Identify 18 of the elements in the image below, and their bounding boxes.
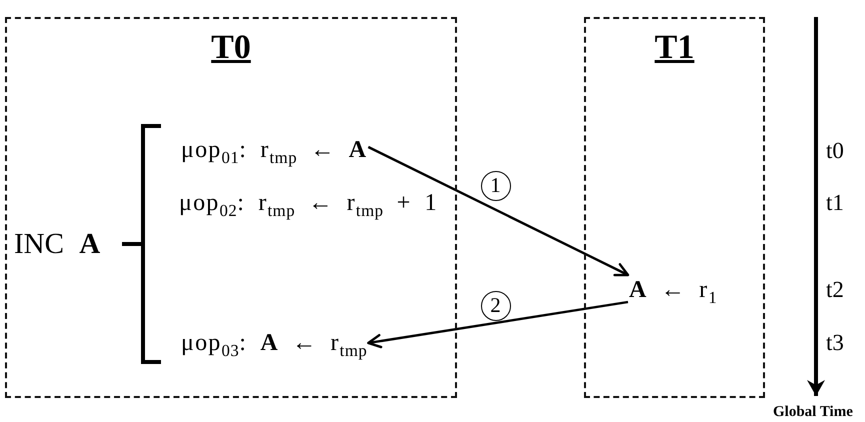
edge-label: 1 — [480, 170, 511, 201]
time-label: t3 — [826, 330, 844, 356]
arrow — [367, 300, 628, 348]
edge-label: 2 — [480, 290, 511, 321]
operation-text: μop$_{02}$: r$_{tmp}$ ← r$_{tmp}$ + 1 — [179, 189, 438, 218]
thread-box — [584, 17, 765, 398]
box-title: T1 — [654, 29, 694, 67]
time-label: t1 — [826, 190, 844, 216]
operation-text: μop$_{01}$: r$_{tmp}$ ← A — [180, 135, 368, 165]
instruction-label: INC A — [14, 227, 100, 261]
arrow — [368, 146, 630, 276]
thread-box — [5, 17, 457, 398]
box-title: T0 — [211, 29, 251, 67]
time-label: t2 — [826, 277, 844, 303]
axis-label: Global Time — [773, 403, 853, 421]
operation-text: μop$_{03}$: A ← r$_{tmp}$ — [180, 328, 368, 358]
operation-text: A ← r$_{1}$ — [628, 275, 718, 305]
time-label: t0 — [826, 138, 844, 164]
